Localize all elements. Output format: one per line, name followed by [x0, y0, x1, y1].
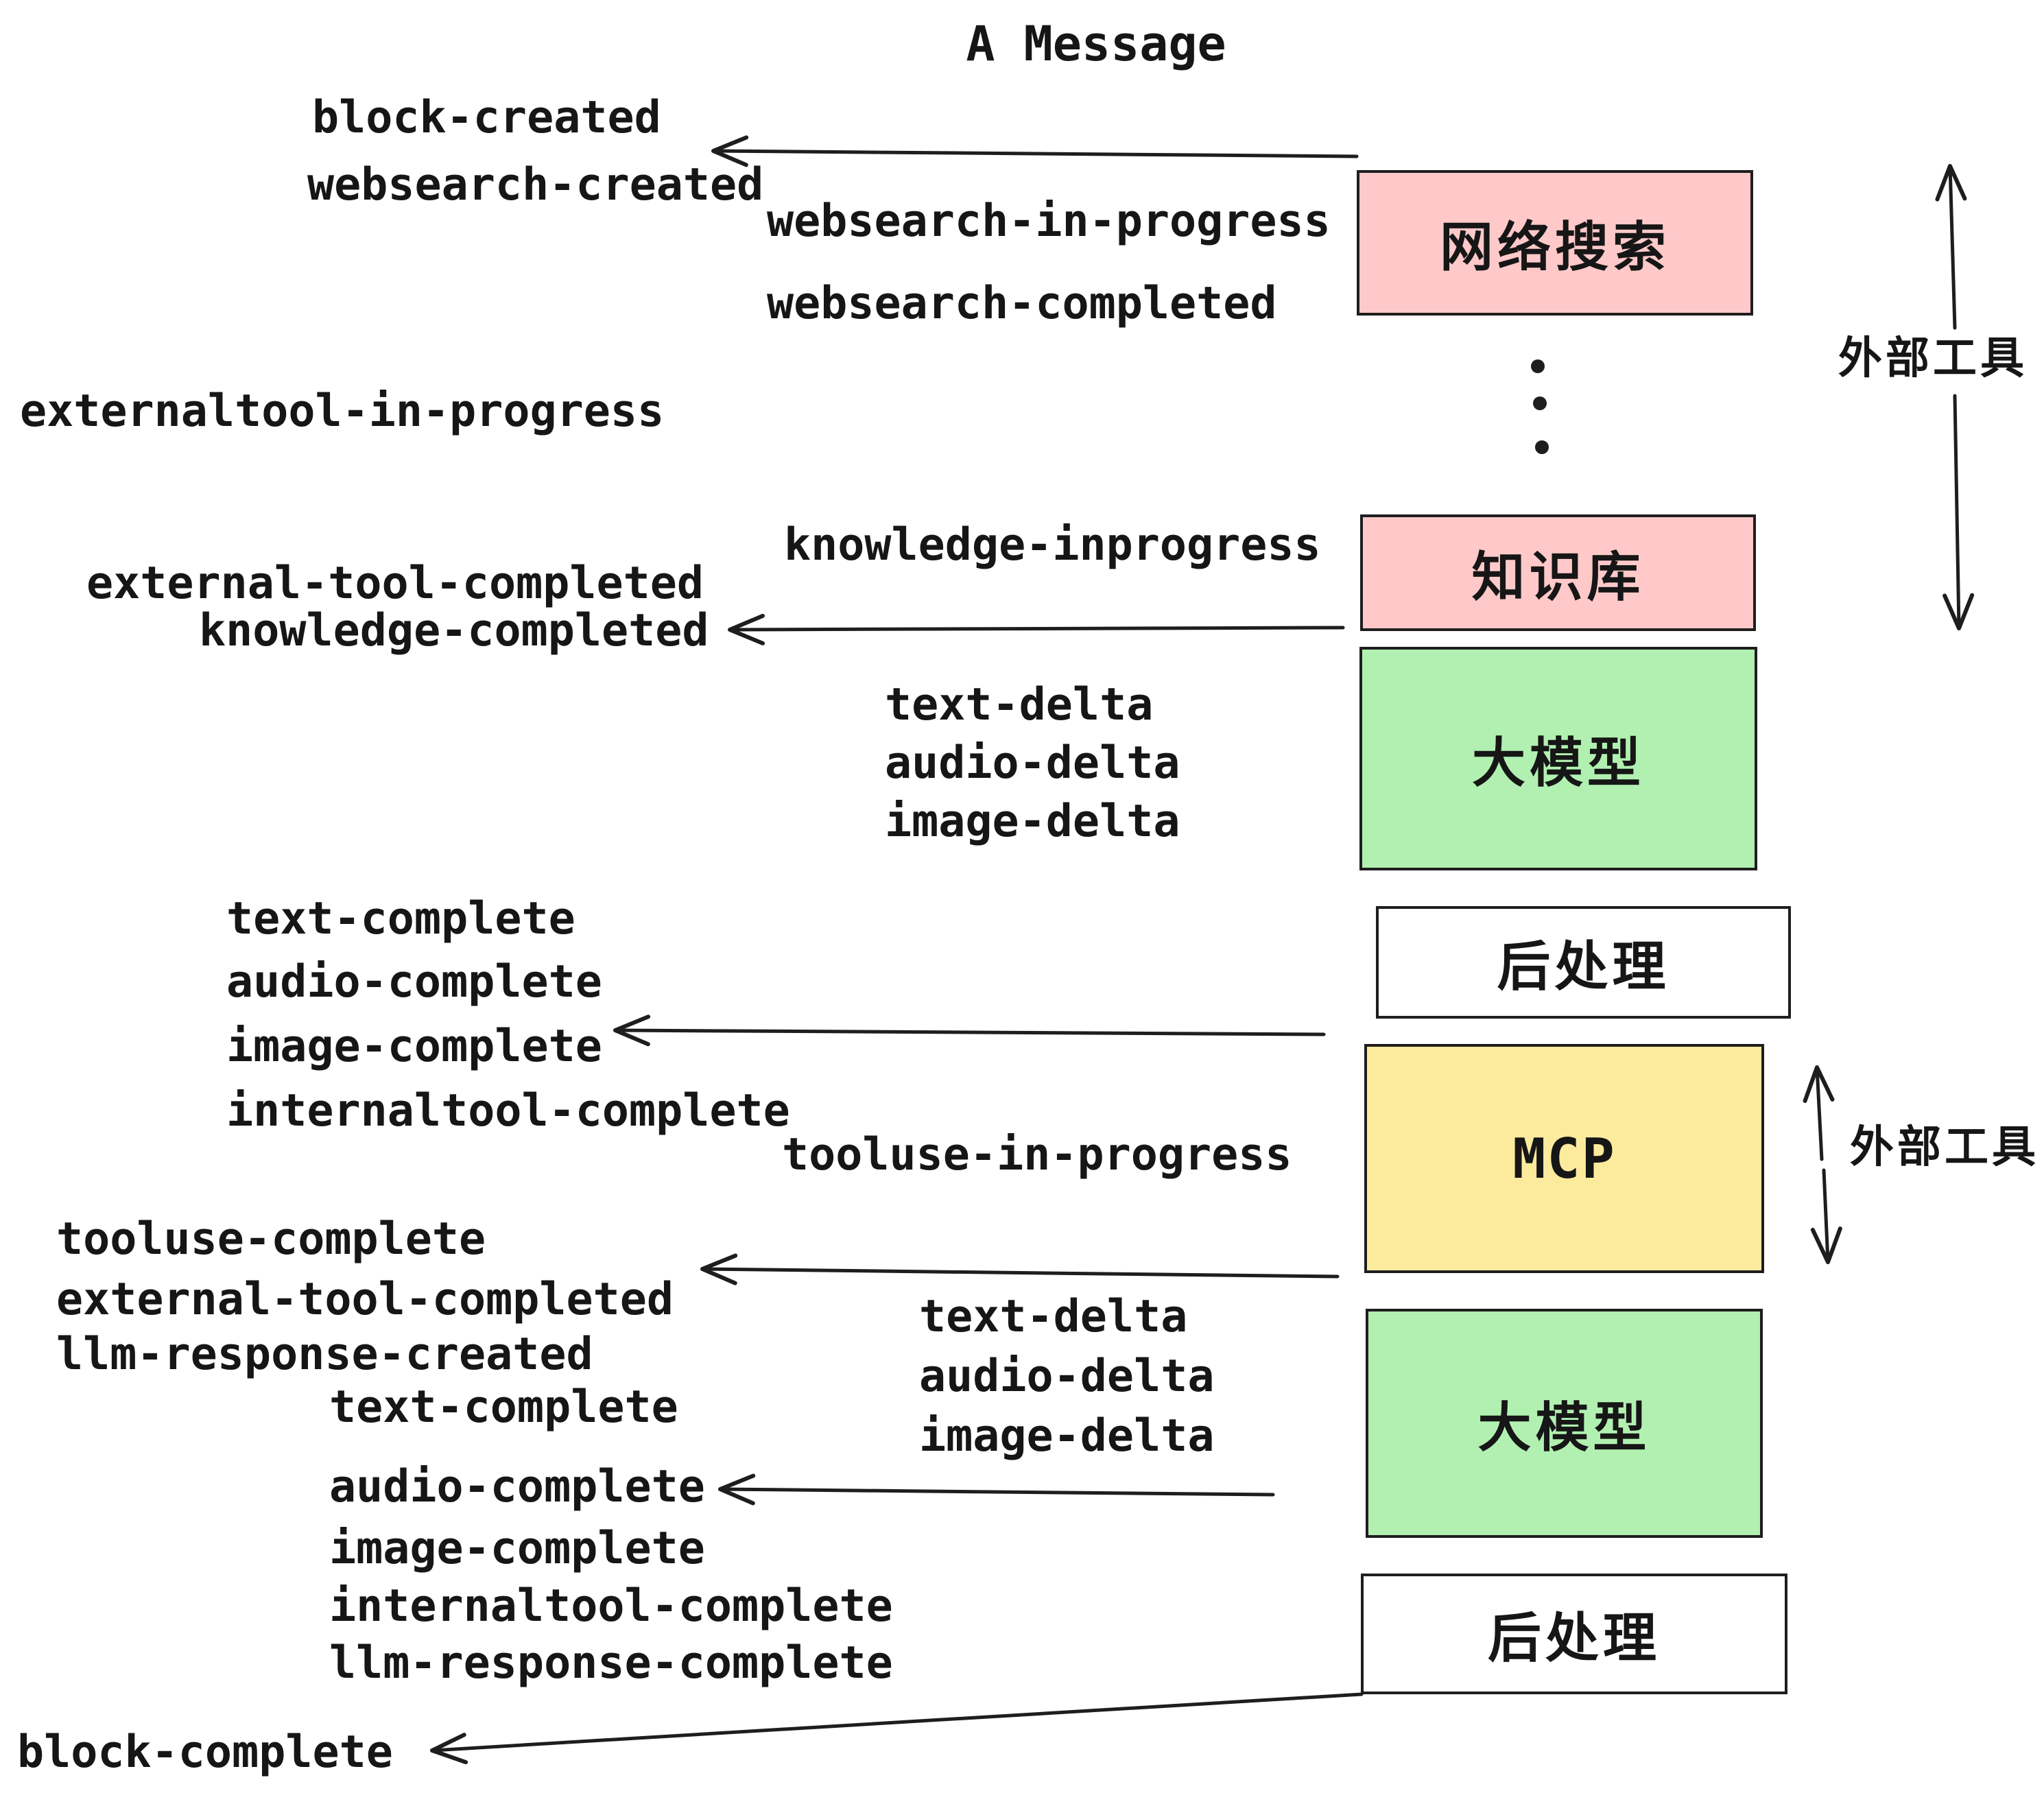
node-postprocess-2: 后处理 [1361, 1574, 1787, 1694]
arrow-audio-complete-icon [718, 1473, 1275, 1506]
node-knowledge-base: 知识库 [1360, 514, 1756, 631]
diagram-title: A Message [966, 16, 1226, 72]
event-knowledge-inprogress: knowledge-inprogress [784, 519, 1321, 571]
external-tools-1-up-arrow-icon [1935, 164, 1967, 330]
node-websearch: 网络搜索 [1357, 170, 1753, 316]
arrow-block-created-icon [711, 135, 1359, 167]
event-text-complete-2: text-complete [329, 1381, 678, 1433]
node-large-model-1: 大模型 [1359, 647, 1757, 870]
event-external-tool-completed: external-tool-completed [86, 558, 704, 609]
arrow-knowledge-completed-icon [728, 613, 1345, 645]
node-large-model-2: 大模型 [1366, 1309, 1763, 1538]
event-block-complete: block-complete [17, 1726, 393, 1778]
event-internaltool-complete-2: internaltool-complete [329, 1580, 893, 1632]
event-audio-complete-1: audio-complete [226, 956, 602, 1008]
event-block-created: block-created [312, 92, 661, 143]
annotation-external-tools-1: 外部工具 [1838, 333, 2028, 383]
event-llm-response-created: llm-response-created [56, 1329, 593, 1380]
event-text-delta-1: text-delta [885, 679, 1154, 731]
arrow-image-complete-icon [613, 1014, 1326, 1047]
event-websearch-in-progress: websearch-in-progress [767, 195, 1331, 247]
annotation-external-tools-2: 外部工具 [1850, 1122, 2039, 1172]
external-tools-2-up-arrow-icon [1803, 1065, 1835, 1161]
event-llm-response-complete: llm-response-complete [329, 1637, 893, 1689]
event-knowledge-completed: knowledge-completed [199, 605, 709, 656]
external-tools-2-down-arrow-icon [1810, 1168, 1842, 1264]
event-image-complete-1: image-complete [226, 1021, 602, 1072]
event-text-complete-1: text-complete [226, 893, 575, 945]
event-tooluse-in-progress: tooluse-in-progress [782, 1129, 1292, 1180]
ellipsis-dots-icon [1531, 359, 1549, 454]
arrow-block-complete-icon [430, 1692, 1364, 1765]
event-internaltool-complete-1: internaltool-complete [226, 1085, 790, 1137]
event-audio-delta-1: audio-delta [885, 737, 1180, 789]
event-websearch-created: websearch-created [307, 159, 764, 211]
event-websearch-completed: websearch-completed [767, 278, 1277, 329]
node-mcp: MCP [1364, 1044, 1764, 1273]
event-audio-complete-2: audio-complete [329, 1461, 705, 1512]
event-image-complete-2: image-complete [329, 1523, 705, 1574]
external-tools-1-down-arrow-icon [1942, 394, 1975, 630]
event-text-delta-2: text-delta [919, 1291, 1188, 1342]
node-postprocess-1: 后处理 [1376, 906, 1791, 1019]
event-audio-delta-2: audio-delta [919, 1351, 1215, 1402]
arrow-tooluse-complete-icon [700, 1253, 1340, 1285]
event-tooluse-complete: tooluse-complete [56, 1213, 486, 1265]
event-image-delta-1: image-delta [885, 796, 1180, 847]
event-external-tool-completed-2: external-tool-completed [56, 1274, 674, 1325]
event-image-delta-2: image-delta [919, 1410, 1215, 1462]
event-externaltool-in-progress: externaltool-in-progress [20, 385, 665, 437]
